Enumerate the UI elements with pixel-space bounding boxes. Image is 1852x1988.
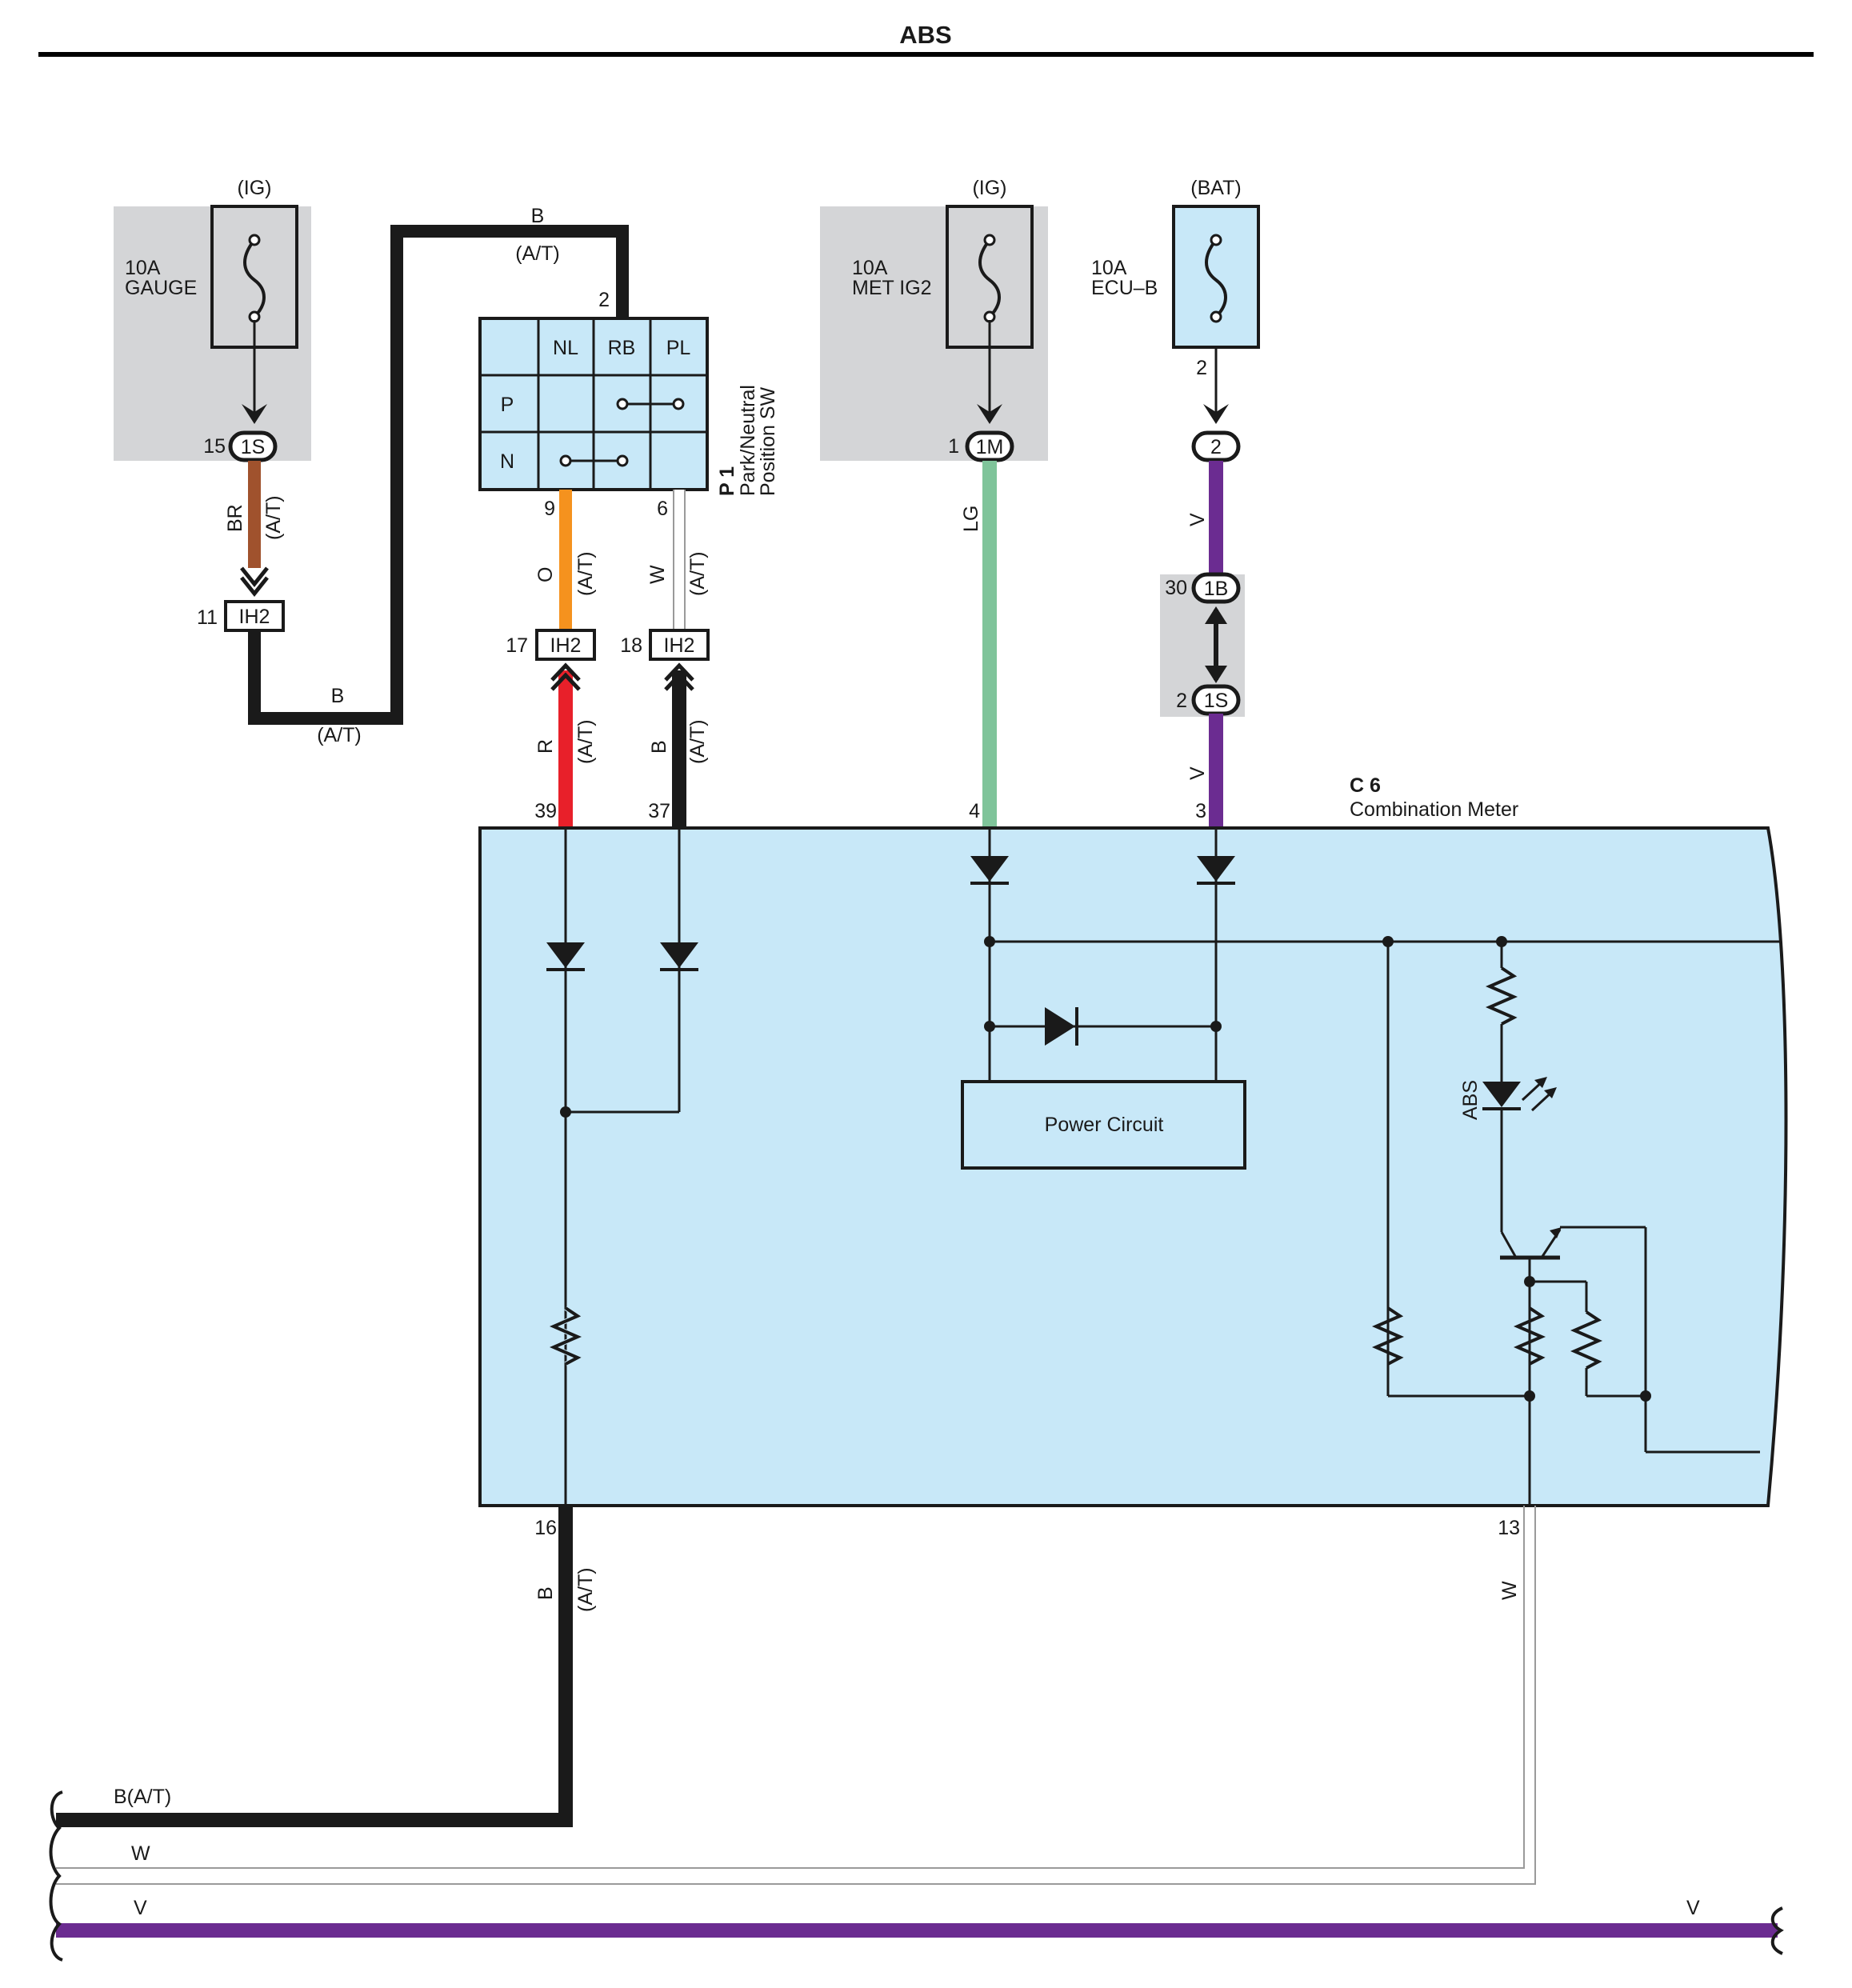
met-fuse-rating: 10A: [852, 257, 888, 279]
ih2-b-pin: 17: [506, 634, 528, 657]
switch-id: P 1: [716, 466, 738, 496]
ecub-fuse-source: (BAT): [1190, 177, 1241, 199]
wire-br-at: (A/T): [262, 495, 285, 540]
wire-b-ground: [56, 1506, 573, 1827]
met-conn-pin: 1: [948, 435, 959, 458]
switch-pin-o: 9: [544, 498, 555, 520]
wire-o-at: (A/T): [574, 551, 597, 596]
met-conn-label: 1M: [976, 436, 1004, 458]
wire-v-upper-label: V: [1186, 513, 1209, 526]
meter-diode-lg: [970, 856, 1009, 885]
j1b-label: 1B: [1204, 578, 1229, 600]
ih2-a-label: IH2: [239, 606, 270, 628]
wire-r-label: R: [534, 739, 557, 754]
wire-b-gauge-to-switch: [248, 225, 629, 725]
bus-label-w: W: [131, 1842, 150, 1865]
meter-pin-r: 39: [534, 800, 557, 822]
ecub-fuse-rating: 10A: [1091, 257, 1127, 279]
page-title: ABS: [899, 21, 951, 49]
switch-name-1: Park/Neutral: [737, 385, 759, 496]
meter-resistor-led: [1485, 966, 1518, 1026]
wire-b-low-at: (A/T): [317, 724, 362, 746]
switch-pin-w: 6: [657, 498, 668, 520]
ih2-b-connector: [535, 629, 596, 661]
met-fuse-source: (IG): [972, 177, 1006, 199]
met-connector: [965, 430, 1014, 462]
ecub-fuse-pin: 2: [1196, 357, 1207, 379]
wire-w-label: W: [646, 565, 669, 584]
wire-b-top-label: B: [531, 205, 545, 227]
ecub-conn-label: 2: [1210, 436, 1222, 458]
ih2-a-pin: 11: [197, 606, 218, 629]
meter-pin-ground: 16: [534, 1517, 557, 1539]
meter-resistor-r2: [1513, 1306, 1546, 1366]
meter-diode-v: [1197, 856, 1235, 885]
meter-resistor-r3: [1570, 1310, 1603, 1370]
meter-pin-v: 3: [1195, 800, 1206, 822]
switch-contact-p: [616, 398, 685, 410]
switch-row-n: N: [500, 450, 514, 473]
meter-diode-b: [660, 942, 698, 971]
wire-v-lower-label: V: [1186, 766, 1209, 780]
switch-row-p: P: [501, 394, 514, 416]
wire-r-at: (A/T): [574, 719, 597, 764]
switch-pin-top: 2: [598, 289, 610, 311]
bus-label-v-right: V: [1686, 1897, 1700, 1919]
bus-label-b-at: B(A/T): [114, 1786, 171, 1808]
switch-col-rb: RB: [608, 337, 636, 359]
meter-id: C 6: [1350, 774, 1381, 797]
wire-b-ground-label: B: [534, 1586, 557, 1600]
wire-b-top-at: (A/T): [515, 242, 560, 265]
ih2-c-connector: [649, 629, 710, 661]
j1s-pin: 2: [1176, 690, 1187, 712]
ecub-fuse-name: ECU–B: [1091, 277, 1158, 299]
meter-pin-w-out: 13: [1498, 1517, 1520, 1539]
abs-led-label: ABS: [1459, 1080, 1482, 1120]
wire-o-label: O: [534, 567, 557, 582]
switch-contact-n: [559, 454, 629, 467]
j1b-pin: 30: [1165, 577, 1187, 599]
meter-diode-r: [546, 942, 585, 971]
meter-name: Combination Meter: [1350, 798, 1518, 821]
ih2-c-label: IH2: [664, 634, 695, 657]
j1s-label: 1S: [1204, 690, 1229, 712]
ecub-fuse: [1172, 205, 1260, 349]
met-fuse-name: MET IG2: [852, 277, 932, 299]
wire-w-at: (A/T): [686, 551, 709, 596]
gauge-fuse-element: [243, 238, 266, 318]
meter-diode-horizontal: [1045, 1007, 1078, 1046]
right-break-mark: [1770, 1906, 1784, 1955]
wire-b-meter-at: (A/T): [686, 719, 709, 764]
wire-b-low-label: B: [331, 685, 345, 707]
wire-lg-label: LG: [960, 506, 982, 532]
ih2-c-pin: 18: [620, 634, 642, 657]
gauge-conn-label: 1S: [241, 436, 266, 458]
meter-pin-lg: 4: [969, 800, 980, 822]
ih2-b-label: IH2: [550, 634, 582, 657]
wire-b-meter-label: B: [648, 740, 670, 754]
gauge-connector: [228, 430, 278, 462]
meter-resistor-r1: [1371, 1306, 1405, 1366]
wire-b-ground-at: (A/T): [574, 1567, 597, 1612]
switch-col-nl: NL: [553, 337, 578, 359]
gauge-conn-pin: 15: [203, 435, 226, 458]
wire-w-out-label: W: [1498, 1581, 1521, 1600]
bus-label-v-left: V: [134, 1897, 147, 1919]
j1b-connector: [1191, 572, 1241, 604]
gauge-fuse-rating: 10A: [125, 257, 161, 279]
switch-name-2: Position SW: [757, 386, 779, 496]
met-fuse-area: [820, 206, 1048, 461]
power-circuit-label: Power Circuit: [1045, 1114, 1164, 1136]
gauge-fuse-name: GAUGE: [125, 277, 197, 299]
gauge-fuse-source: (IG): [237, 177, 271, 199]
ecub-connector: [1191, 430, 1241, 462]
wire-br-label: BR: [224, 504, 246, 532]
power-circuit-box: [961, 1080, 1246, 1170]
meter-pin-b: 37: [648, 800, 670, 822]
left-break-mark: [49, 1790, 63, 1962]
switch-col-pl: PL: [666, 337, 691, 359]
